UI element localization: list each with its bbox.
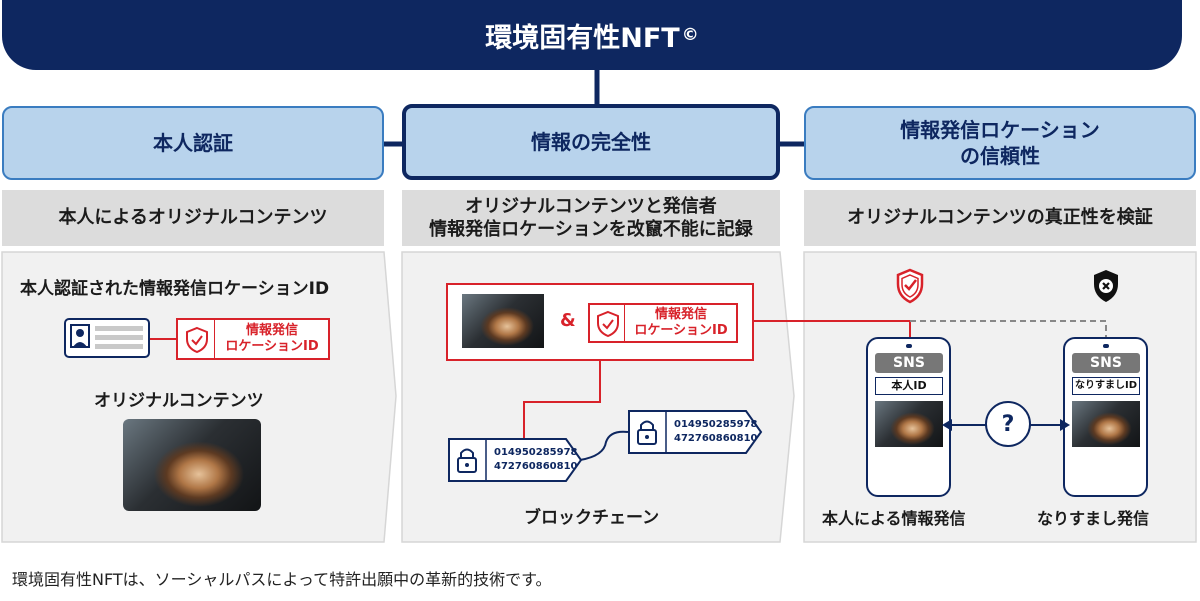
fake-phone: SNS なりすましID xyxy=(1063,337,1148,497)
pillar-label-line2: の信頼性 xyxy=(959,144,1040,168)
subheader-text: 本人によるオリジナルコンテンツ xyxy=(58,207,328,229)
subheader-left: 本人によるオリジナルコンテンツ xyxy=(2,190,384,246)
pillar-location-trust: 情報発信ロケーション の信頼性 xyxy=(804,106,1196,180)
id-card-icon xyxy=(64,318,150,358)
subheader-text: オリジナルコンテンツの真正性を検証 xyxy=(847,207,1153,229)
verified-shield-icon xyxy=(896,268,924,304)
pillar-label: 情報の完全性 xyxy=(531,130,651,154)
lock-icon xyxy=(472,451,473,452)
original-content-label: オリジナルコンテンツ xyxy=(94,391,264,411)
copyright-mark: © xyxy=(681,25,699,45)
location-id-line1: 情報発信 xyxy=(245,323,298,338)
pillar-label: 本人認証 xyxy=(153,131,233,155)
shield-check-icon xyxy=(186,326,208,354)
ampersand: & xyxy=(560,310,576,331)
genuine-id-box: 本人ID xyxy=(875,377,943,395)
fake-id-box: なりすましID xyxy=(1072,377,1140,395)
banner-title: 環境固有性NFT xyxy=(485,22,680,54)
title-banner: 環境固有性NFT© xyxy=(2,0,1182,70)
hash-line1: 014950285978 xyxy=(494,447,578,458)
hash-line2: 472760860810 xyxy=(494,461,578,472)
blockchain-block-2 xyxy=(628,410,763,454)
location-id-box-middle: 情報発信 ロケーションID xyxy=(588,303,738,343)
subheader-text-line1: オリジナルコンテンツと発信者 xyxy=(465,195,717,217)
latte-art-photo xyxy=(123,419,261,511)
blockchain-label: ブロックチェーン xyxy=(524,508,660,528)
location-id-line2: ロケーションID xyxy=(634,323,728,339)
location-id-line1: 情報発信 xyxy=(654,307,707,322)
location-id-box-left: 情報発信 ロケーションID xyxy=(176,318,330,360)
subheader-middle: オリジナルコンテンツと発信者 情報発信ロケーションを改竄不能に記録 xyxy=(402,190,780,246)
hash-line1: 014950285978 xyxy=(674,419,758,430)
genuine-label: 本人による情報発信 xyxy=(822,509,966,528)
location-id-line2: ロケーションID xyxy=(225,339,319,355)
hash-line2: 472760860810 xyxy=(674,433,758,444)
fake-post-photo xyxy=(1072,401,1140,447)
shield-check-icon xyxy=(597,310,619,338)
rejected-shield-icon xyxy=(1094,270,1118,302)
card-connector xyxy=(150,338,176,340)
left-heading: 本人認証された情報発信ロケーションID xyxy=(20,279,330,299)
pillar-integrity: 情報の完全性 xyxy=(402,104,780,180)
genuine-post-photo xyxy=(875,401,943,447)
blockchain-block-1 xyxy=(448,438,583,482)
block-2-hash: 014950285978 472760860810 xyxy=(674,418,758,446)
pillar-label-line1: 情報発信ロケーション xyxy=(900,118,1100,142)
bundle-content-photo xyxy=(462,294,544,348)
fake-label: なりすまし発信 xyxy=(1037,509,1150,528)
block-1-hash: 014950285978 472760860810 xyxy=(494,446,578,474)
question-circle-icon: ? xyxy=(985,401,1031,447)
pillar-identity-auth: 本人認証 xyxy=(2,106,384,180)
genuine-phone: SNS 本人ID xyxy=(866,337,951,497)
subheader-text-line2: 情報発信ロケーションを改竄不能に記録 xyxy=(429,219,753,240)
sns-header: SNS xyxy=(1072,353,1140,373)
footer-note: 環境固有性NFTは、ソーシャルパスによって特許出願中の革新的技術です。 xyxy=(12,570,552,589)
subheader-right: オリジナルコンテンツの真正性を検証 xyxy=(804,190,1196,246)
sns-header: SNS xyxy=(875,353,943,373)
